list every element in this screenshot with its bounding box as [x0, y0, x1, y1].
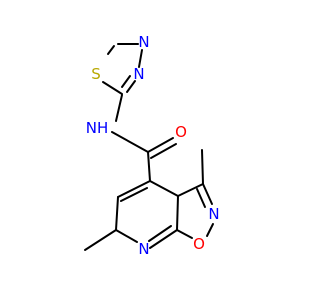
bond-lines — [84, 43, 214, 251]
bond-c6-methyl — [84, 229, 117, 251]
bond-n-n — [138, 49, 143, 68]
bond-n-c7a — [149, 229, 178, 249]
bond-c3a-c3 — [177, 183, 204, 197]
atom-amide-nh: NH — [86, 119, 109, 137]
bond-carbonyl-o-2 — [150, 143, 177, 159]
atom-isoxazole-o: O — [193, 235, 205, 253]
bond-c7a-c3a — [176, 195, 179, 231]
bond-c3-n — [202, 183, 213, 205]
bond-n-o — [206, 223, 214, 237]
bond-carbonyl-c-ring — [147, 151, 151, 182]
bond-c-nh — [115, 94, 123, 122]
bond-carbonyl-o-1 — [147, 137, 174, 153]
atom-isoxazole-n: N — [208, 205, 219, 223]
bond-c4-c5-inner — [120, 187, 148, 202]
bond-o-c7a — [176, 229, 193, 239]
bond-s-ch — [107, 45, 115, 55]
bond-c6-n — [115, 229, 138, 243]
bond-c5-c6 — [115, 196, 119, 231]
bond-c3-methyl — [201, 149, 204, 185]
molecule-structure: S N N NH O N O N — [84, 33, 220, 258]
bond-c3-n-inner — [196, 188, 206, 208]
bond-c-s — [102, 81, 123, 95]
atom-pyridine-n: N — [138, 240, 149, 258]
bond-n-lower-c — [126, 80, 136, 93]
atom-sulfur: S — [91, 65, 101, 83]
bond-c3a-c4 — [149, 180, 179, 197]
atom-labels: S N N NH O N O N — [86, 33, 220, 258]
bond-n-c7a-inner — [148, 225, 172, 242]
bond-c4-c5 — [117, 180, 151, 198]
atom-thiadiazole-n-lower: N — [133, 65, 144, 83]
bond-n-lower-c-inner — [121, 75, 131, 88]
bond-nh-carbonyl-c — [111, 131, 149, 153]
atom-thiadiazole-n-upper: N — [138, 33, 149, 51]
atom-carbonyl-o: O — [175, 123, 187, 141]
